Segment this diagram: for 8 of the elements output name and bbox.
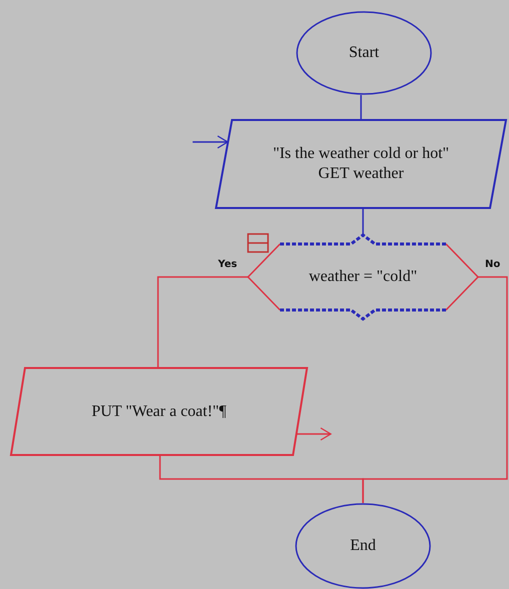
node-text: "Is the weather cold or hot" GET weather xyxy=(272,144,450,184)
node-text: Start xyxy=(348,43,380,63)
terminal-oval xyxy=(295,503,431,589)
node-text: PUT "Wear a coat!"¶ xyxy=(92,402,226,422)
input-parallelogram xyxy=(215,119,507,209)
node-text: End xyxy=(350,536,376,556)
terminal-oval xyxy=(296,11,432,95)
output-parallelogram xyxy=(10,367,308,456)
